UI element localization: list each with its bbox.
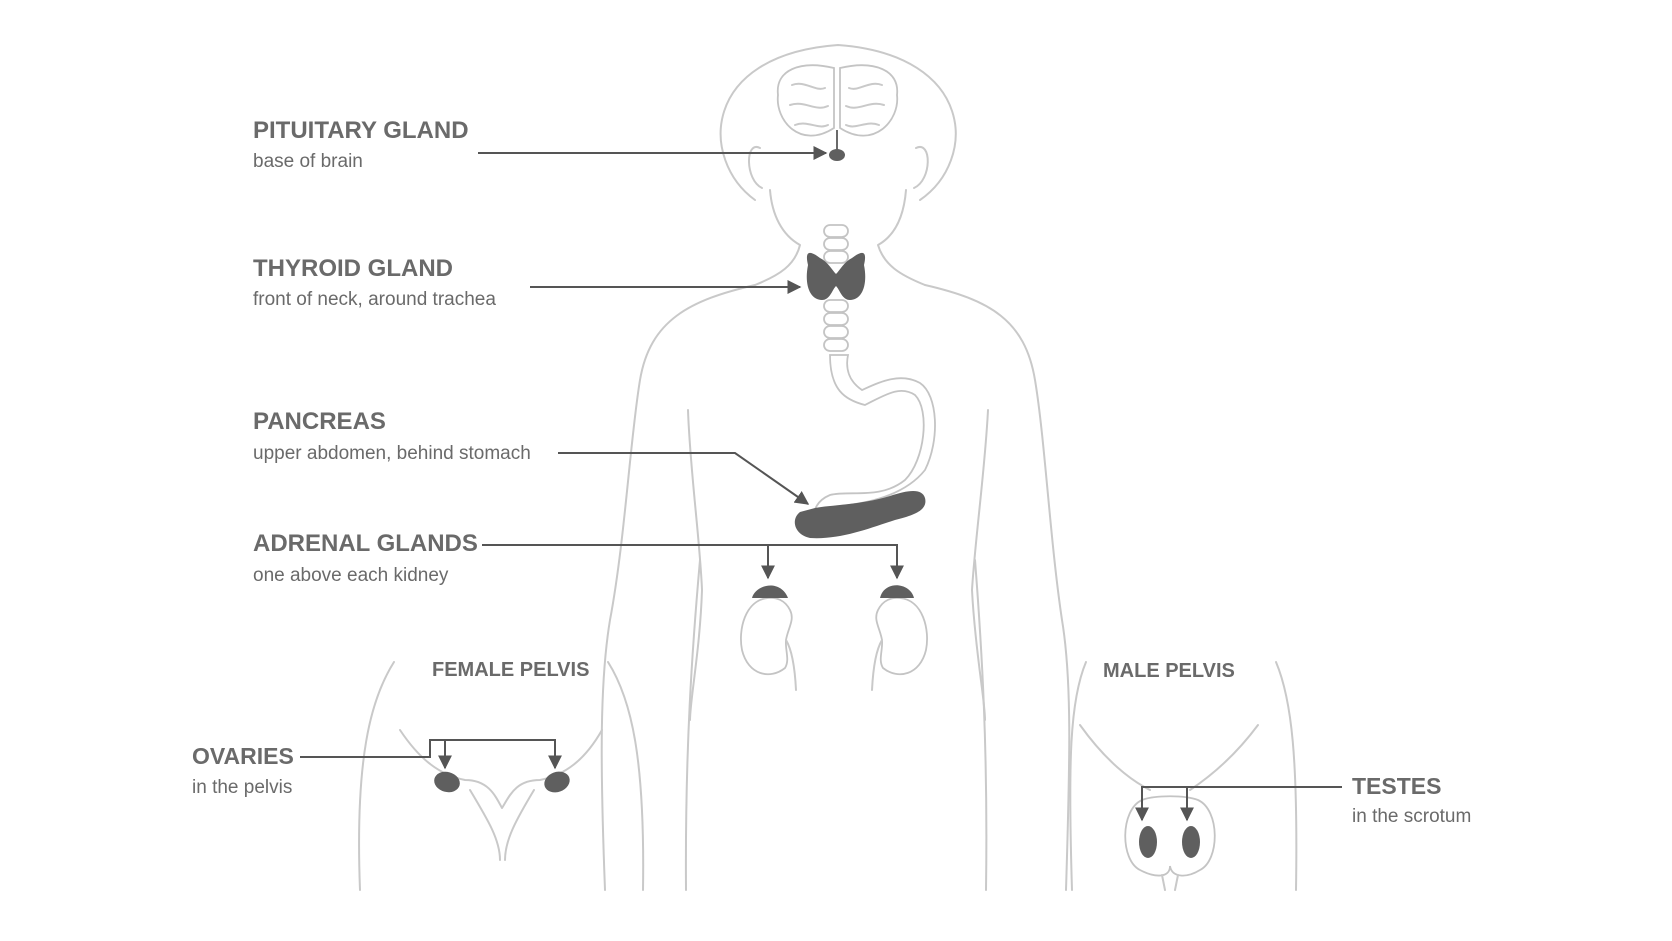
- left-arm-inner: [687, 409, 703, 721]
- label-thyroid: THYROID GLAND front of neck, around trac…: [253, 255, 496, 310]
- male-pelvis-illustration: [1069, 661, 1298, 891]
- ovaries-title: OVARIES: [192, 743, 294, 769]
- brain-right-hemisphere: [839, 64, 899, 137]
- right-ureter: [871, 639, 883, 691]
- label-adrenal: ADRENAL GLANDS one above each kidney: [253, 530, 478, 586]
- testes-leader-left: [1135, 786, 1342, 822]
- male-pelvis-heading: MALE PELVIS: [1103, 660, 1235, 682]
- trachea-ring: [823, 237, 849, 251]
- testes-title: TESTES: [1352, 773, 1441, 799]
- body-outline: [600, 44, 1071, 891]
- neck-left: [754, 189, 801, 286]
- pancreas-leader: [558, 452, 810, 505]
- pancreas-title: PANCREAS: [253, 408, 386, 435]
- ovaries-leader-right: [445, 739, 562, 770]
- trachea-ring: [823, 325, 849, 339]
- right-adrenal-gland-shape: [880, 585, 914, 598]
- label-ovaries: OVARIES in the pelvis: [192, 743, 294, 798]
- thyroid-gland-shape: [806, 252, 866, 300]
- trachea: [823, 224, 849, 352]
- thyroid-title: THYROID GLAND: [253, 255, 453, 282]
- brain-folds-left: [789, 82, 829, 128]
- scrotum-outline: [1124, 795, 1216, 877]
- torso-left: [600, 284, 756, 891]
- label-testes: TESTES in the scrotum: [1352, 773, 1471, 827]
- trachea-ring: [823, 299, 849, 313]
- ovaries-subtitle: in the pelvis: [192, 777, 292, 798]
- adrenal-leader-right: [482, 544, 904, 580]
- head-outline: [719, 44, 957, 201]
- pancreas-subtitle: upper abdomen, behind stomach: [253, 443, 531, 464]
- brain-left-hemisphere: [776, 64, 835, 137]
- ovaries-leader-left: [300, 739, 452, 770]
- left-ear: [748, 146, 763, 189]
- left-kidney: [740, 596, 793, 676]
- trachea-ring: [823, 224, 849, 238]
- right-ear: [913, 146, 929, 189]
- female-hip-right: [607, 661, 645, 891]
- female-pelvis-illustration: [358, 661, 645, 891]
- label-pituitary: PITUITARY GLAND base of brain: [253, 117, 469, 172]
- left-ureter: [785, 639, 797, 691]
- male-pelvic-outline: [1079, 724, 1259, 791]
- kidneys: [740, 596, 928, 691]
- brain-illustration: [776, 64, 899, 150]
- testes-subtitle: in the scrotum: [1352, 806, 1471, 827]
- adrenal-title: ADRENAL GLANDS: [253, 530, 478, 557]
- right-hip-line: [974, 559, 988, 891]
- right-kidney: [875, 596, 928, 676]
- neck-right: [877, 189, 926, 286]
- brain-folds-right: [845, 82, 885, 128]
- pituitary-gland-shape: [829, 149, 845, 161]
- pituitary-title: PITUITARY GLAND: [253, 117, 469, 144]
- trachea-ring: [823, 338, 849, 352]
- trachea-ring: [823, 250, 849, 264]
- left-hip-line: [684, 559, 701, 891]
- female-hip-left: [358, 661, 395, 891]
- female-pelvic-outline: [399, 729, 603, 809]
- female-pelvis-heading: FEMALE PELVIS: [432, 659, 589, 681]
- adrenal-subtitle: one above each kidney: [253, 565, 449, 586]
- right-ovary-shape: [544, 771, 570, 793]
- right-testis-shape: [1182, 826, 1200, 858]
- penis-lines: [1161, 874, 1179, 891]
- label-pancreas: PANCREAS upper abdomen, behind stomach: [253, 408, 531, 464]
- leader-lines: [300, 146, 1342, 822]
- torso-right: [924, 284, 1071, 891]
- left-testis-shape: [1139, 826, 1157, 858]
- trachea-ring: [823, 312, 849, 326]
- male-hip-right: [1275, 661, 1298, 891]
- pancreas-shape: [794, 491, 926, 539]
- thyroid-subtitle: front of neck, around trachea: [253, 289, 496, 310]
- left-ovary-shape: [434, 771, 460, 793]
- male-hip-left: [1069, 661, 1087, 891]
- female-uterine-tubes: [469, 789, 535, 861]
- pituitary-subtitle: base of brain: [253, 151, 363, 172]
- left-adrenal-gland-shape: [752, 585, 788, 598]
